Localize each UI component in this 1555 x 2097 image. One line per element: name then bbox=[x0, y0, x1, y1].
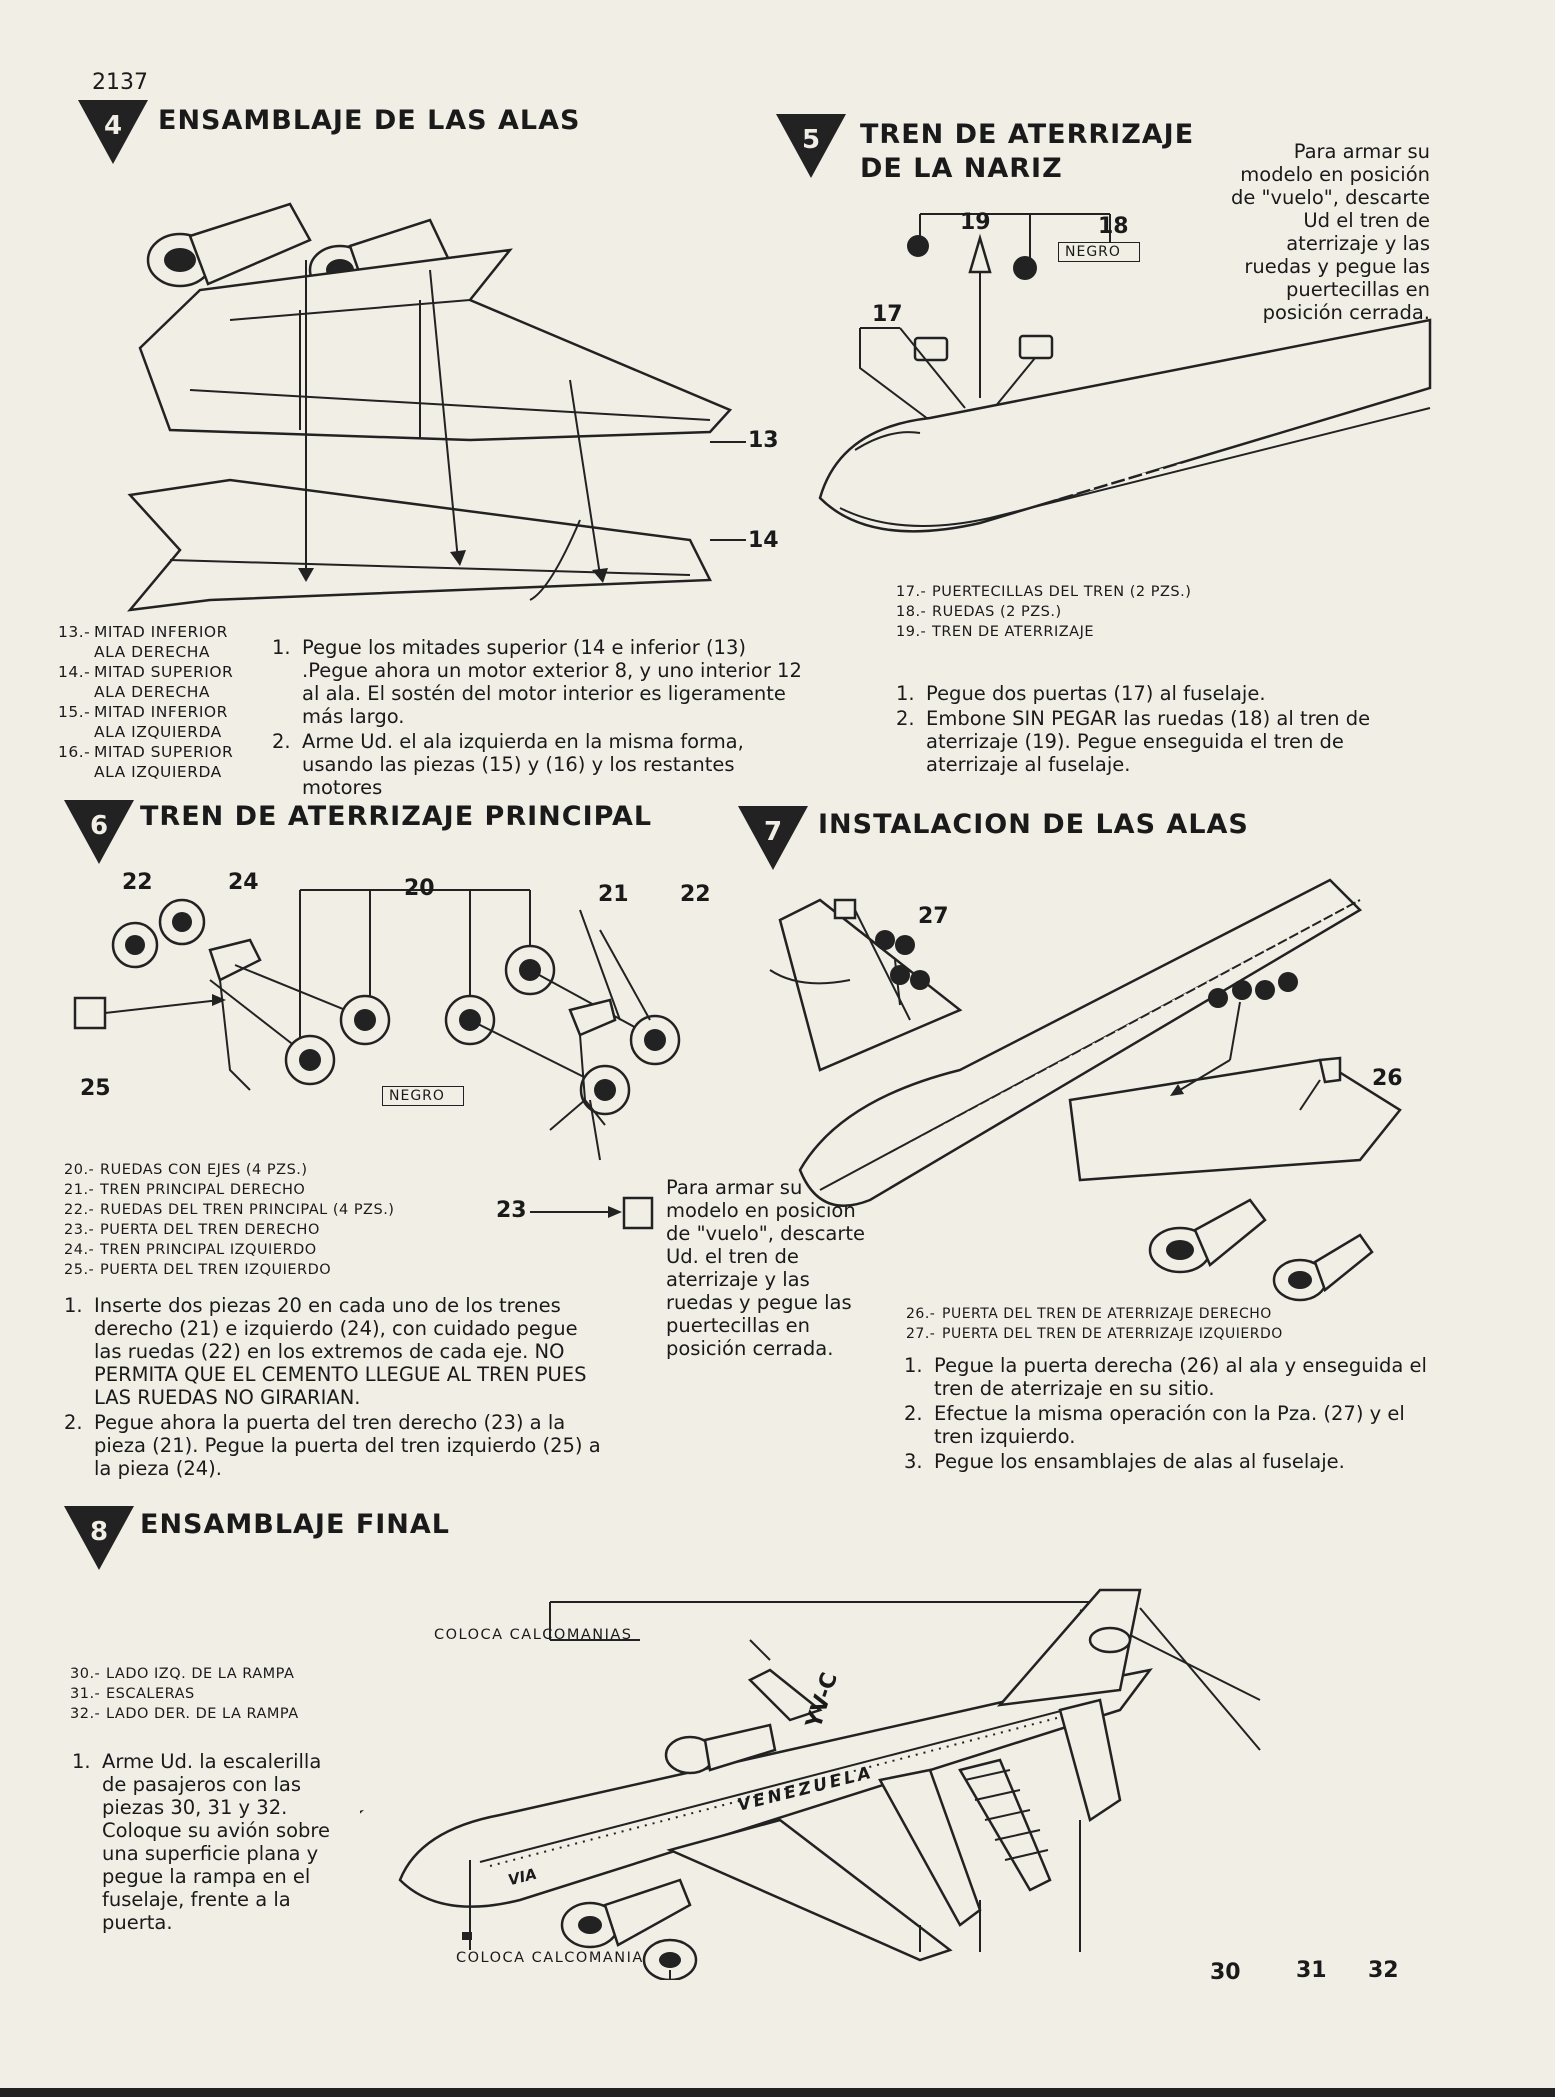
part-19: 19.-TREN DE ATERRIZAJE bbox=[896, 624, 1095, 640]
step-7-parts-list: 26.-PUERTA DEL TREN DE ATERRIZAJE DERECH… bbox=[906, 1304, 1426, 1344]
step-6-number: 6 bbox=[90, 811, 108, 841]
part-30: 30.-LADO IZQ. DE LA RAMPA bbox=[70, 1666, 295, 1682]
callout-31: 31 bbox=[1296, 1958, 1327, 1983]
callout-21: 21 bbox=[598, 882, 629, 907]
step-5-parts-list: 17.-PUERTECILLAS DEL TREN (2 Pzs.) 18.-R… bbox=[896, 582, 1316, 642]
instruction-item: 1.Inserte dos piezas 20 en cada uno de l… bbox=[64, 1294, 587, 1409]
step-7-instructions: 1.Pegue la puerta derecha (26) al ala y … bbox=[904, 1354, 1434, 1475]
negro-label-6: NEGRO bbox=[382, 1086, 464, 1106]
instruction-item: 3.Pegue los ensamblajes de alas al fusel… bbox=[904, 1450, 1345, 1473]
page-number: 2137 bbox=[92, 70, 148, 95]
step-6-instructions: 1.Inserte dos piezas 20 en cada uno de l… bbox=[64, 1294, 604, 1482]
part-16: 16.-MITAD SUPERIOR ALA IZQUIERDA bbox=[58, 743, 234, 781]
step-7-number: 7 bbox=[764, 817, 782, 847]
callout-19: 19 bbox=[960, 210, 991, 235]
part-15: 15.-MITAD INFERIOR ALA IZQUIERDA bbox=[58, 703, 228, 741]
step-8-instructions: 1.Arme Ud. la escalerilla de pasajeros c… bbox=[72, 1750, 342, 1936]
step-5-badge-icon: 5 bbox=[776, 114, 846, 178]
part-31: 31.-ESCALERAS bbox=[70, 1686, 195, 1702]
part-26: 26.-PUERTA DEL TREN DE ATERRIZAJE DERECH… bbox=[906, 1306, 1272, 1322]
step-5-instructions: 1.Pegue dos puertas (17) al fuselaje. 2.… bbox=[896, 682, 1426, 778]
main-gear-illustration bbox=[73, 889, 681, 1161]
part-13: 13.-MITAD INFERIOR ALA DERECHA bbox=[58, 623, 228, 661]
step-6-parts-list: 20.-RUEDAS CON EJES (4 Pzs.) 21.-TREN PR… bbox=[64, 1160, 504, 1280]
callout-20: 20 bbox=[404, 876, 435, 901]
instruction-item: 2.Efectue la misma operación con la Pza.… bbox=[904, 1402, 1405, 1448]
part-23: 23.-PUERTA DEL TREN DERECHO bbox=[64, 1222, 320, 1238]
callout-26: 26 bbox=[1372, 1066, 1403, 1091]
wing-install-illustration bbox=[769, 878, 1402, 1302]
final-assembly-illustration bbox=[360, 1588, 1261, 1980]
step-5-note: Para armar su modelo en posición de "vue… bbox=[1230, 140, 1430, 324]
step-5-title: TREN DE ATERRIZAJE DE LA NARIZ bbox=[860, 119, 1195, 184]
part-25: 25.-PUERTA DEL TREN IZQUIERDO bbox=[64, 1262, 332, 1278]
step-5-number: 5 bbox=[802, 125, 820, 155]
instruction-item: 2.Pegue ahora la puerta del tren derecho… bbox=[64, 1411, 601, 1480]
callout-32: 32 bbox=[1368, 1958, 1399, 1983]
page-bottom-edge bbox=[0, 2088, 1555, 2097]
step-6-badge-icon: 6 bbox=[64, 800, 134, 864]
part-22: 22.-RUEDAS DEL TREN PRINCIPAL (4 Pzs.) bbox=[64, 1202, 395, 1218]
step-4-number: 4 bbox=[104, 111, 122, 141]
step-7-badge-icon: 7 bbox=[738, 806, 808, 870]
step-8-number: 8 bbox=[90, 1517, 108, 1547]
part-27: 27.-PUERTA DEL TREN DE ATERRIZAJE IZQUIE… bbox=[906, 1326, 1283, 1342]
step-8-badge-icon: 8 bbox=[64, 1506, 134, 1570]
callout-23: 23 bbox=[496, 1198, 527, 1223]
instruction-item: 2.Embone SIN PEGAR las ruedas (18) al tr… bbox=[896, 707, 1371, 776]
step-4-title: ENSAMBLAJE DE LAS ALAS bbox=[158, 105, 581, 136]
decal-label-top: COLOCA CALCOMANIAS bbox=[434, 1627, 633, 1643]
callout-18: 18 bbox=[1098, 214, 1129, 239]
instruction-item: 1.Arme Ud. la escalerilla de pasajeros c… bbox=[72, 1750, 330, 1934]
part-32: 32.-LADO DER. DE LA RAMPA bbox=[70, 1706, 299, 1722]
instruction-item: 1.Pegue los mitades superior (14 e infer… bbox=[272, 636, 802, 728]
wing-assembly-illustration bbox=[127, 202, 746, 612]
part-17: 17.-PUERTECILLAS DEL TREN (2 Pzs.) bbox=[896, 584, 1192, 600]
callout-22-right: 22 bbox=[680, 882, 711, 907]
part-14: 14.-MITAD SUPERIOR ALA DERECHA bbox=[58, 663, 234, 701]
callout-13: 13 bbox=[748, 428, 779, 453]
instruction-item: 2.Arme Ud. el ala izquierda en la misma … bbox=[272, 730, 744, 799]
negro-label-5: NEGRO bbox=[1058, 242, 1140, 262]
door-23-illustration bbox=[530, 1196, 654, 1230]
step-4-instructions: 1.Pegue los mitades superior (14 e infer… bbox=[272, 636, 802, 801]
callout-14: 14 bbox=[748, 528, 779, 553]
nose-gear-illustration bbox=[818, 213, 1432, 533]
step-4-badge-icon: 4 bbox=[78, 100, 148, 164]
callout-17: 17 bbox=[872, 302, 903, 327]
part-20: 20.-RUEDAS CON EJES (4 Pzs.) bbox=[64, 1162, 308, 1178]
instruction-item: 1.Pegue dos puertas (17) al fuselaje. bbox=[896, 682, 1266, 705]
callout-27: 27 bbox=[918, 904, 949, 929]
step-6-note: Para armar su modelo en posición de "vue… bbox=[666, 1176, 866, 1360]
step-8-parts-list: 30.-LADO IZQ. DE LA RAMPA 31.-ESCALERAS … bbox=[70, 1664, 390, 1724]
step-4-parts-list: 13.-MITAD INFERIOR ALA DERECHA 14.-MITAD… bbox=[58, 622, 258, 782]
callout-24: 24 bbox=[228, 870, 259, 895]
step-8-title: ENSAMBLAJE FINAL bbox=[140, 1509, 451, 1540]
callout-30: 30 bbox=[1210, 1960, 1241, 1985]
part-21: 21.-TREN PRINCIPAL DERECHO bbox=[64, 1182, 306, 1198]
callout-25: 25 bbox=[80, 1076, 111, 1101]
part-18: 18.-RUEDAS (2 Pzs.) bbox=[896, 604, 1062, 620]
decal-label-bottom: COLOCA CALCOMANIA bbox=[456, 1950, 644, 1966]
part-24: 24.-TREN PRINCIPAL IZQUIERDO bbox=[64, 1242, 317, 1258]
step-7-title: INSTALACION DE LAS ALAS bbox=[818, 809, 1249, 840]
callout-22-left: 22 bbox=[122, 870, 153, 895]
step-6-title: TREN DE ATERRIZAJE PRINCIPAL bbox=[140, 801, 653, 832]
instruction-item: 1.Pegue la puerta derecha (26) al ala y … bbox=[904, 1354, 1427, 1400]
